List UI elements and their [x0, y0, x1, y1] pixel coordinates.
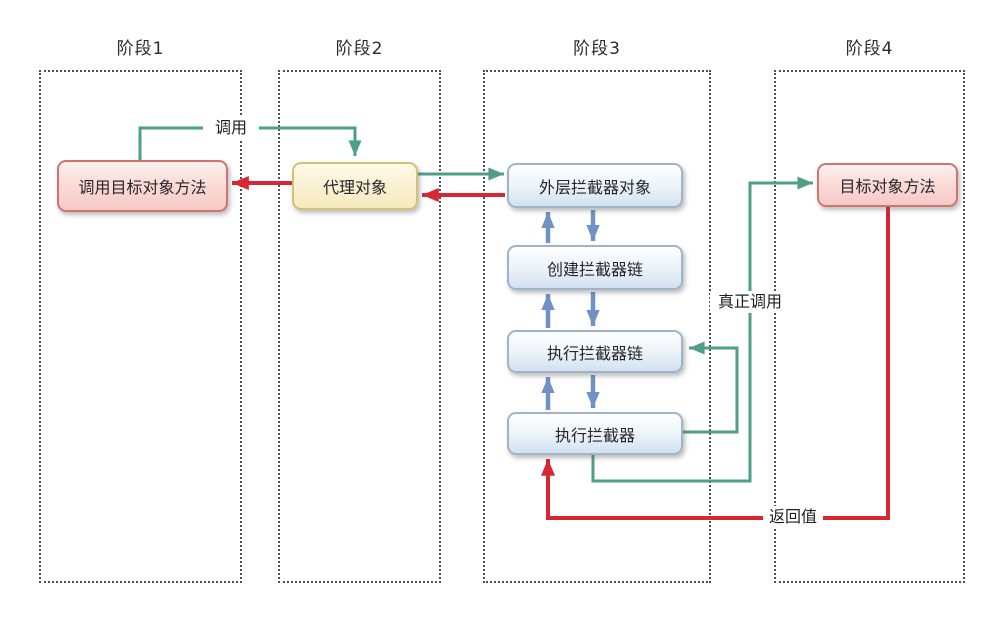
- node-execute-interceptor-chain: 执行拦截器链: [507, 330, 683, 373]
- node-proxy-object: 代理对象: [292, 162, 418, 210]
- node-create-interceptor-chain: 创建拦截器链: [507, 245, 683, 290]
- edge-label-real-call: 真正调用: [710, 291, 790, 313]
- arrow-exec-loop-green: [683, 341, 739, 434]
- stage1-label: 阶段1: [116, 39, 165, 59]
- edge-label-call: 调用: [203, 117, 259, 139]
- node-call-target-object-method: 调用目标对象方法: [57, 160, 228, 212]
- edge-label-return-value: 返回值: [763, 506, 823, 528]
- node-execute-interceptor: 执行拦截器: [507, 412, 683, 455]
- node-outer-interceptor-object: 外层拦截器对象: [507, 163, 683, 208]
- node-target-object-method: 目标对象方法: [817, 163, 958, 207]
- stage2-label: 阶段2: [335, 39, 384, 59]
- stage1-column: [39, 70, 242, 583]
- stage3-column: [483, 70, 711, 583]
- stage2-column: [278, 70, 441, 583]
- stage4-label: 阶段4: [845, 39, 894, 59]
- arrow-real-call-green: [591, 176, 814, 483]
- arrow-return-red: [541, 207, 890, 520]
- stage4-column: [774, 70, 965, 583]
- stage3-label: 阶段3: [573, 39, 621, 59]
